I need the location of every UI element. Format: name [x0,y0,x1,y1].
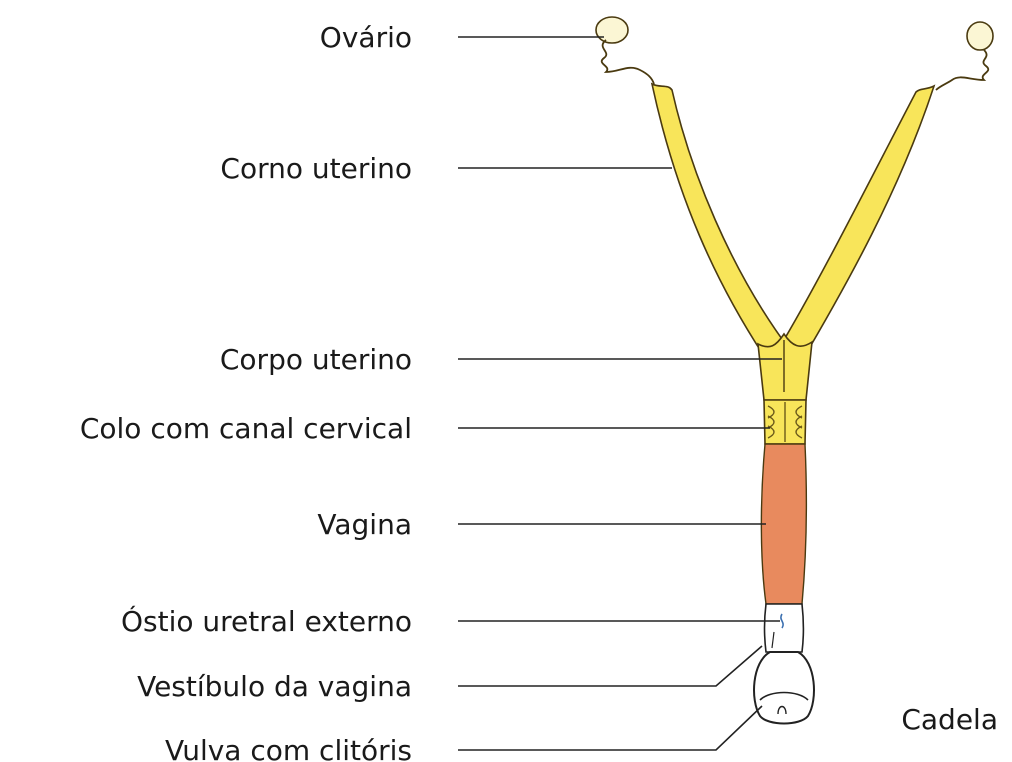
species-caption: Cadela [901,703,998,736]
label-corpo-uterino: Corpo uterino [220,343,412,376]
vaginal-vestibule [765,604,804,652]
label-ostio-uretral-externo: Óstio uretral externo [121,604,412,638]
leader-vestibulo-vagina [458,646,762,686]
left-ovary [596,17,628,43]
right-uterine-horn [778,86,934,364]
leader-vulva-clitoris [458,706,762,750]
left-uterine-horn [652,84,790,362]
right-oviduct [936,50,988,90]
label-vestibulo-vagina: Vestíbulo da vagina [137,670,412,703]
label-vagina: Vagina [317,508,412,541]
vagina [761,444,806,604]
labels: Ovário Corno uterino Corpo uterino Colo … [80,21,998,762]
anatomy-illustration [596,17,993,724]
label-corno-uterino: Corno uterino [220,152,412,185]
leader-lines [458,37,782,750]
left-oviduct [602,40,654,84]
right-ovary [967,22,993,50]
vulva [754,652,814,724]
label-ovario: Ovário [320,21,412,54]
label-colo-canal-cervical: Colo com canal cervical [80,412,412,445]
label-vulva-clitoris: Vulva com clitóris [165,734,412,762]
